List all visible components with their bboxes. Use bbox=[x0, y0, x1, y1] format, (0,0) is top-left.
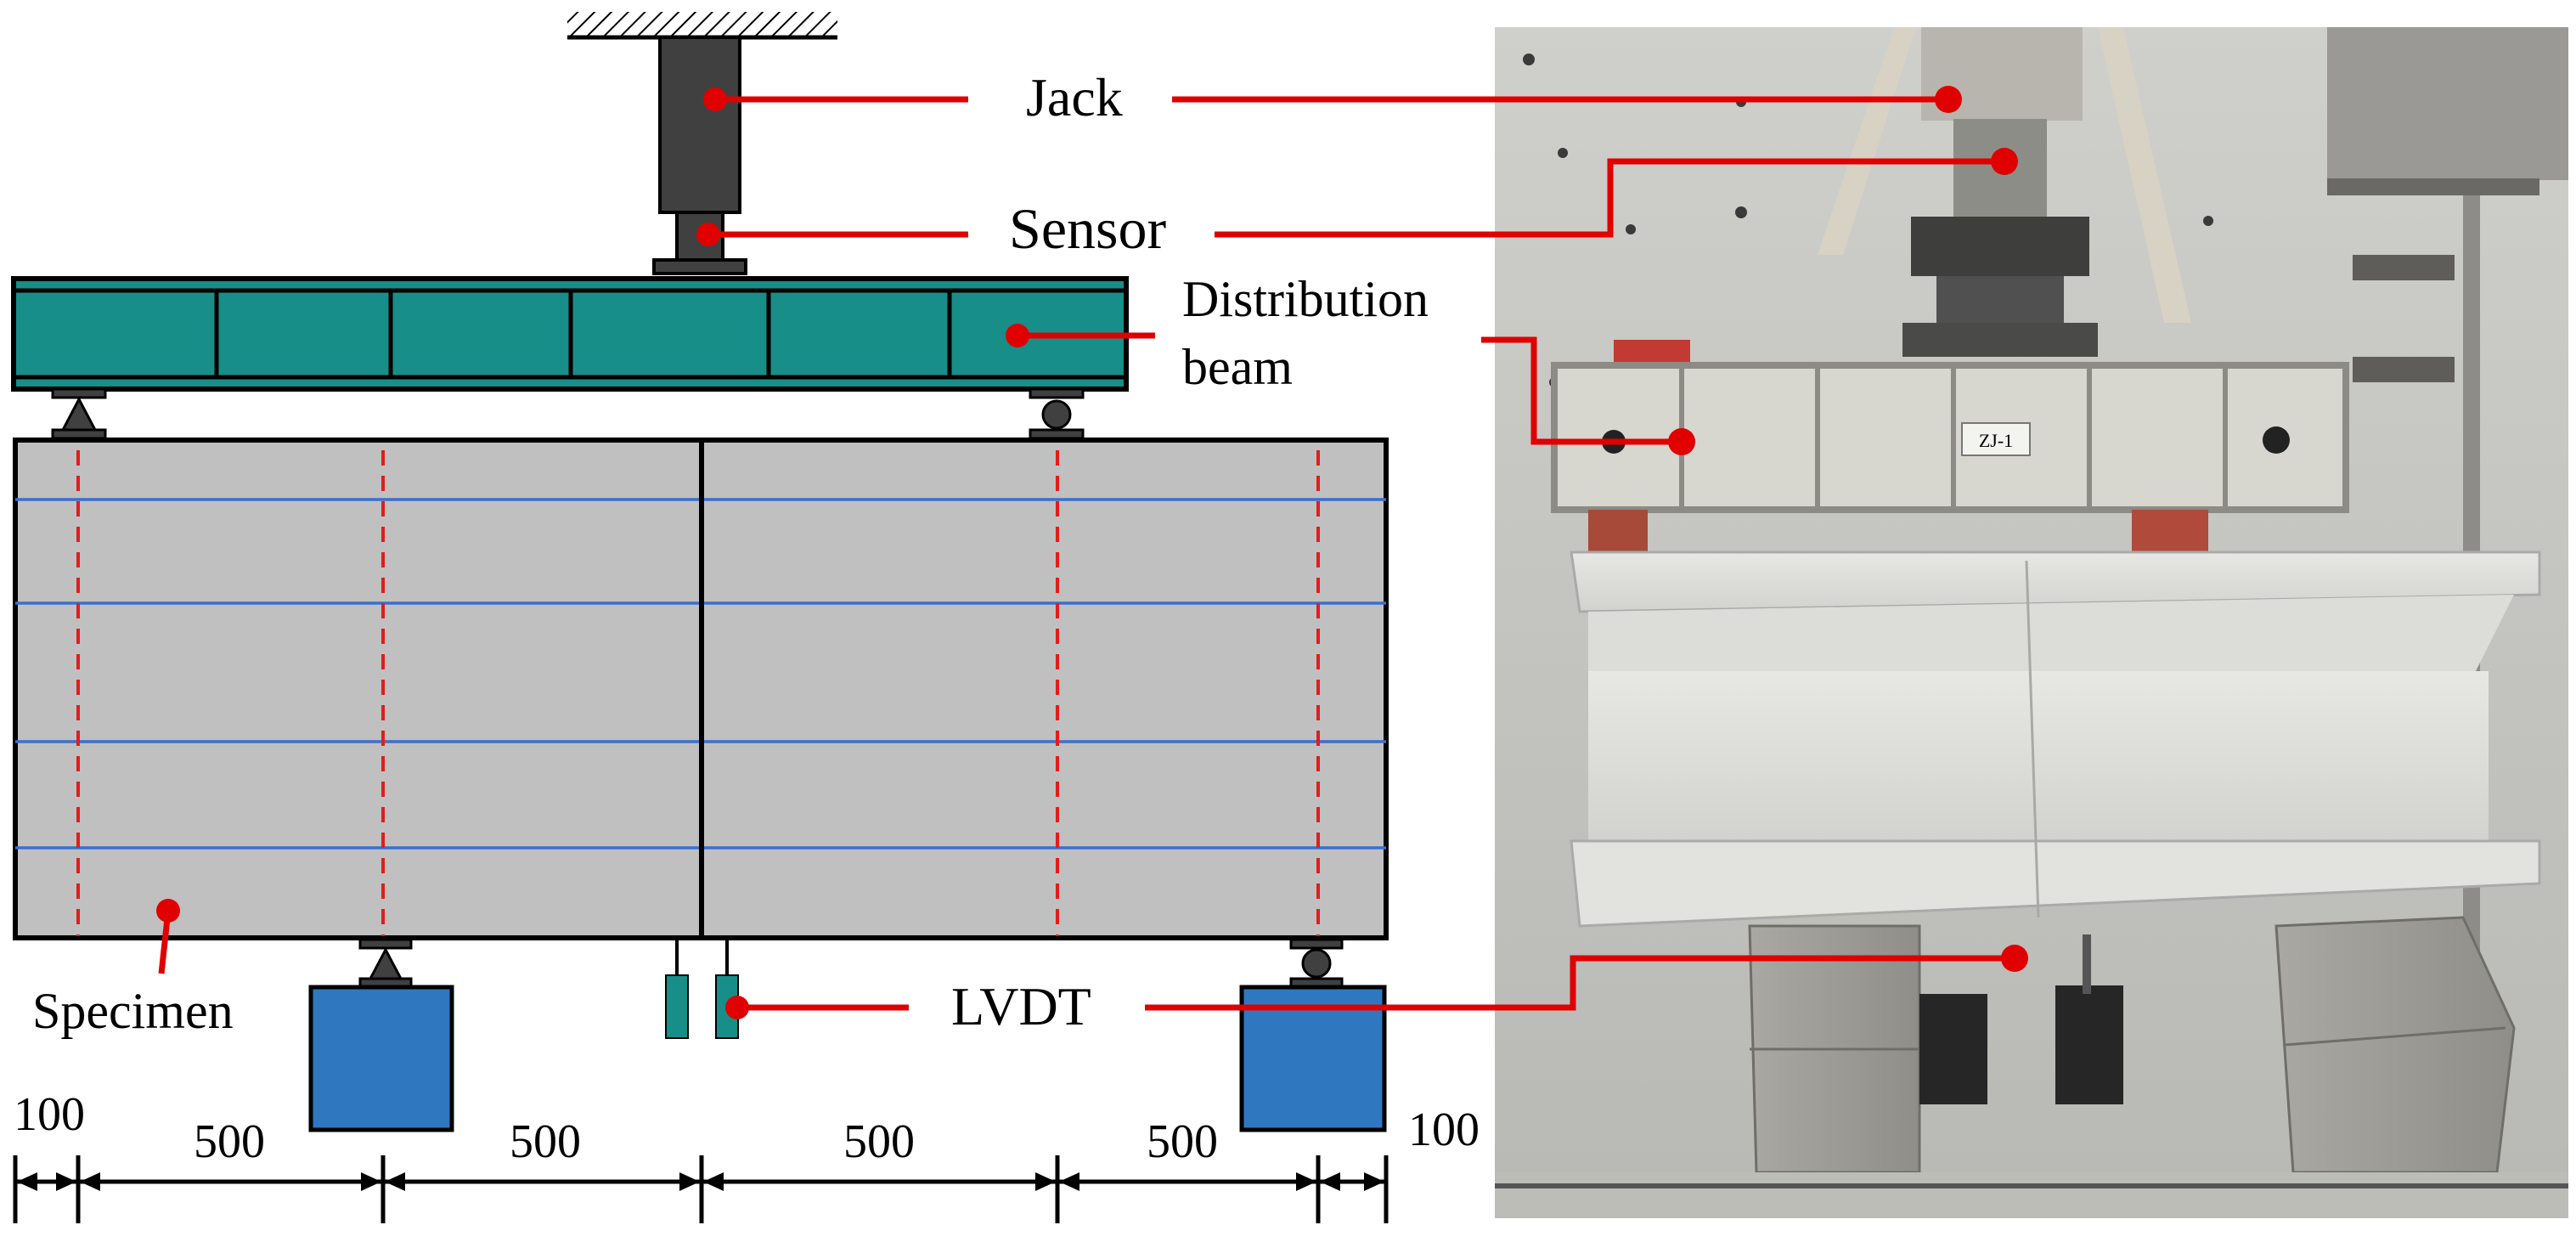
schematic: 100 500 500 500 500 100 Specimen Jack Se… bbox=[11, 12, 1480, 1223]
distribution-beam-callout bbox=[1006, 324, 1155, 347]
jack-label: Jack bbox=[1026, 67, 1123, 127]
jack-body bbox=[658, 36, 741, 214]
specimen-label: Specimen bbox=[32, 983, 234, 1039]
jack-plate bbox=[652, 258, 747, 275]
dimension-label: 100 bbox=[14, 1088, 85, 1141]
distribution-beam-label-line2: beam bbox=[1182, 339, 1293, 395]
specimen-callout bbox=[156, 899, 180, 974]
roller-support-icon bbox=[1029, 387, 1085, 440]
distribution-beam-label-line1: Distribution bbox=[1182, 271, 1429, 327]
photo-tag-label: ZJ-1 bbox=[1979, 430, 2013, 451]
sensor-label: Sensor bbox=[1009, 196, 1166, 261]
support-block-right bbox=[1239, 985, 1387, 1132]
lvdt-photo-leader bbox=[1145, 945, 2028, 1011]
dimension-label: 500 bbox=[843, 1115, 915, 1168]
roller-support-icon bbox=[1289, 938, 1344, 989]
dimension-label: 500 bbox=[510, 1115, 581, 1168]
dimension-label: 100 bbox=[1408, 1104, 1480, 1156]
jack-photo-leader bbox=[1172, 86, 1962, 113]
distribution-beam bbox=[11, 276, 1129, 392]
pin-support-icon bbox=[51, 387, 107, 440]
dimension-line bbox=[13, 1155, 1389, 1223]
specimen bbox=[13, 438, 1389, 940]
sensor-callout bbox=[696, 223, 968, 246]
dimension-label: 500 bbox=[1147, 1115, 1218, 1168]
support-block-left bbox=[308, 985, 454, 1132]
sensor-photo-leader bbox=[1215, 148, 2018, 238]
lvdt-gauges bbox=[665, 938, 739, 1039]
jack-callout bbox=[703, 88, 968, 111]
test-photo: ZJ-1 bbox=[1145, 27, 2568, 1218]
lvdt-label: LVDT bbox=[951, 976, 1091, 1036]
pin-support-icon bbox=[358, 938, 413, 989]
dimension-arrows bbox=[17, 1172, 1384, 1191]
distribution-beam-photo-leader bbox=[1481, 336, 1695, 455]
fixed-support-icon bbox=[567, 12, 837, 40]
dimension-label: 500 bbox=[194, 1115, 265, 1168]
lvdt-callout bbox=[725, 996, 909, 1019]
